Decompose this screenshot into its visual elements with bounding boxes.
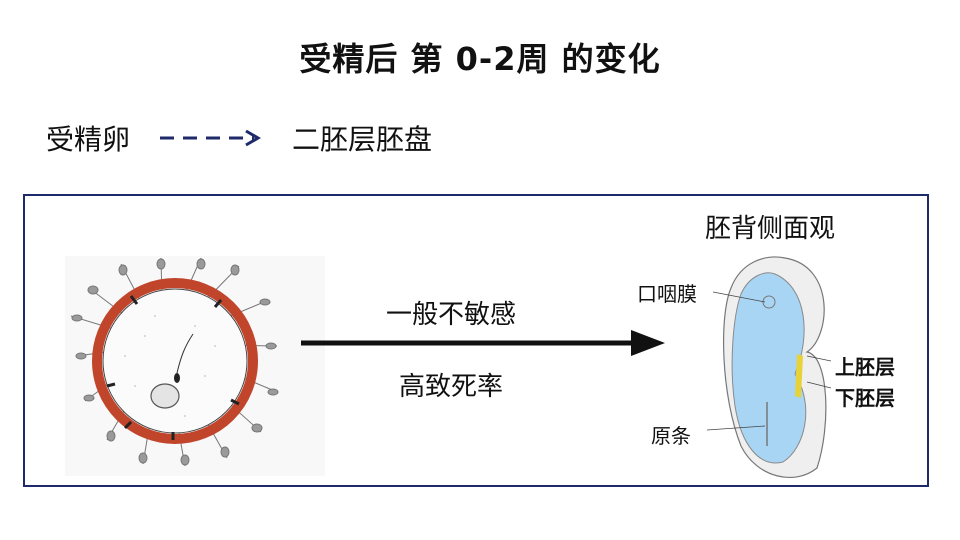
embryo-dorsal-view xyxy=(706,256,832,479)
bilaminar-disc-label: 二胚层胚盘 xyxy=(292,123,433,156)
primitive-streak-label: 原条 xyxy=(651,424,691,448)
arrow-bottom-label: 高致死率 xyxy=(398,372,503,402)
hypoblast-label: 下胚层 xyxy=(835,386,895,410)
epiblast-label: 上胚层 xyxy=(835,355,895,379)
arrow-top-label: 一般不敏感 xyxy=(385,300,516,330)
transition-arrow-icon xyxy=(301,330,665,356)
embryo-diagram xyxy=(65,256,832,479)
zygote-label: 受精卵 xyxy=(46,123,131,156)
page-title: 受精后 第 0-2周 的变化 xyxy=(299,40,661,78)
zygote-illustration xyxy=(65,256,325,476)
process-row: 受精卵 二胚层胚盘 xyxy=(46,118,432,158)
dashed-arrow-icon xyxy=(160,129,261,147)
embryo-view-title: 胚背侧面观 xyxy=(705,214,836,244)
diagram-panel: 一般不敏感 高致死率 胚背侧面观 口咽膜 上胚层 下胚层 原条 xyxy=(23,194,929,487)
oropharyngeal-membrane-label: 口咽膜 xyxy=(637,282,697,306)
